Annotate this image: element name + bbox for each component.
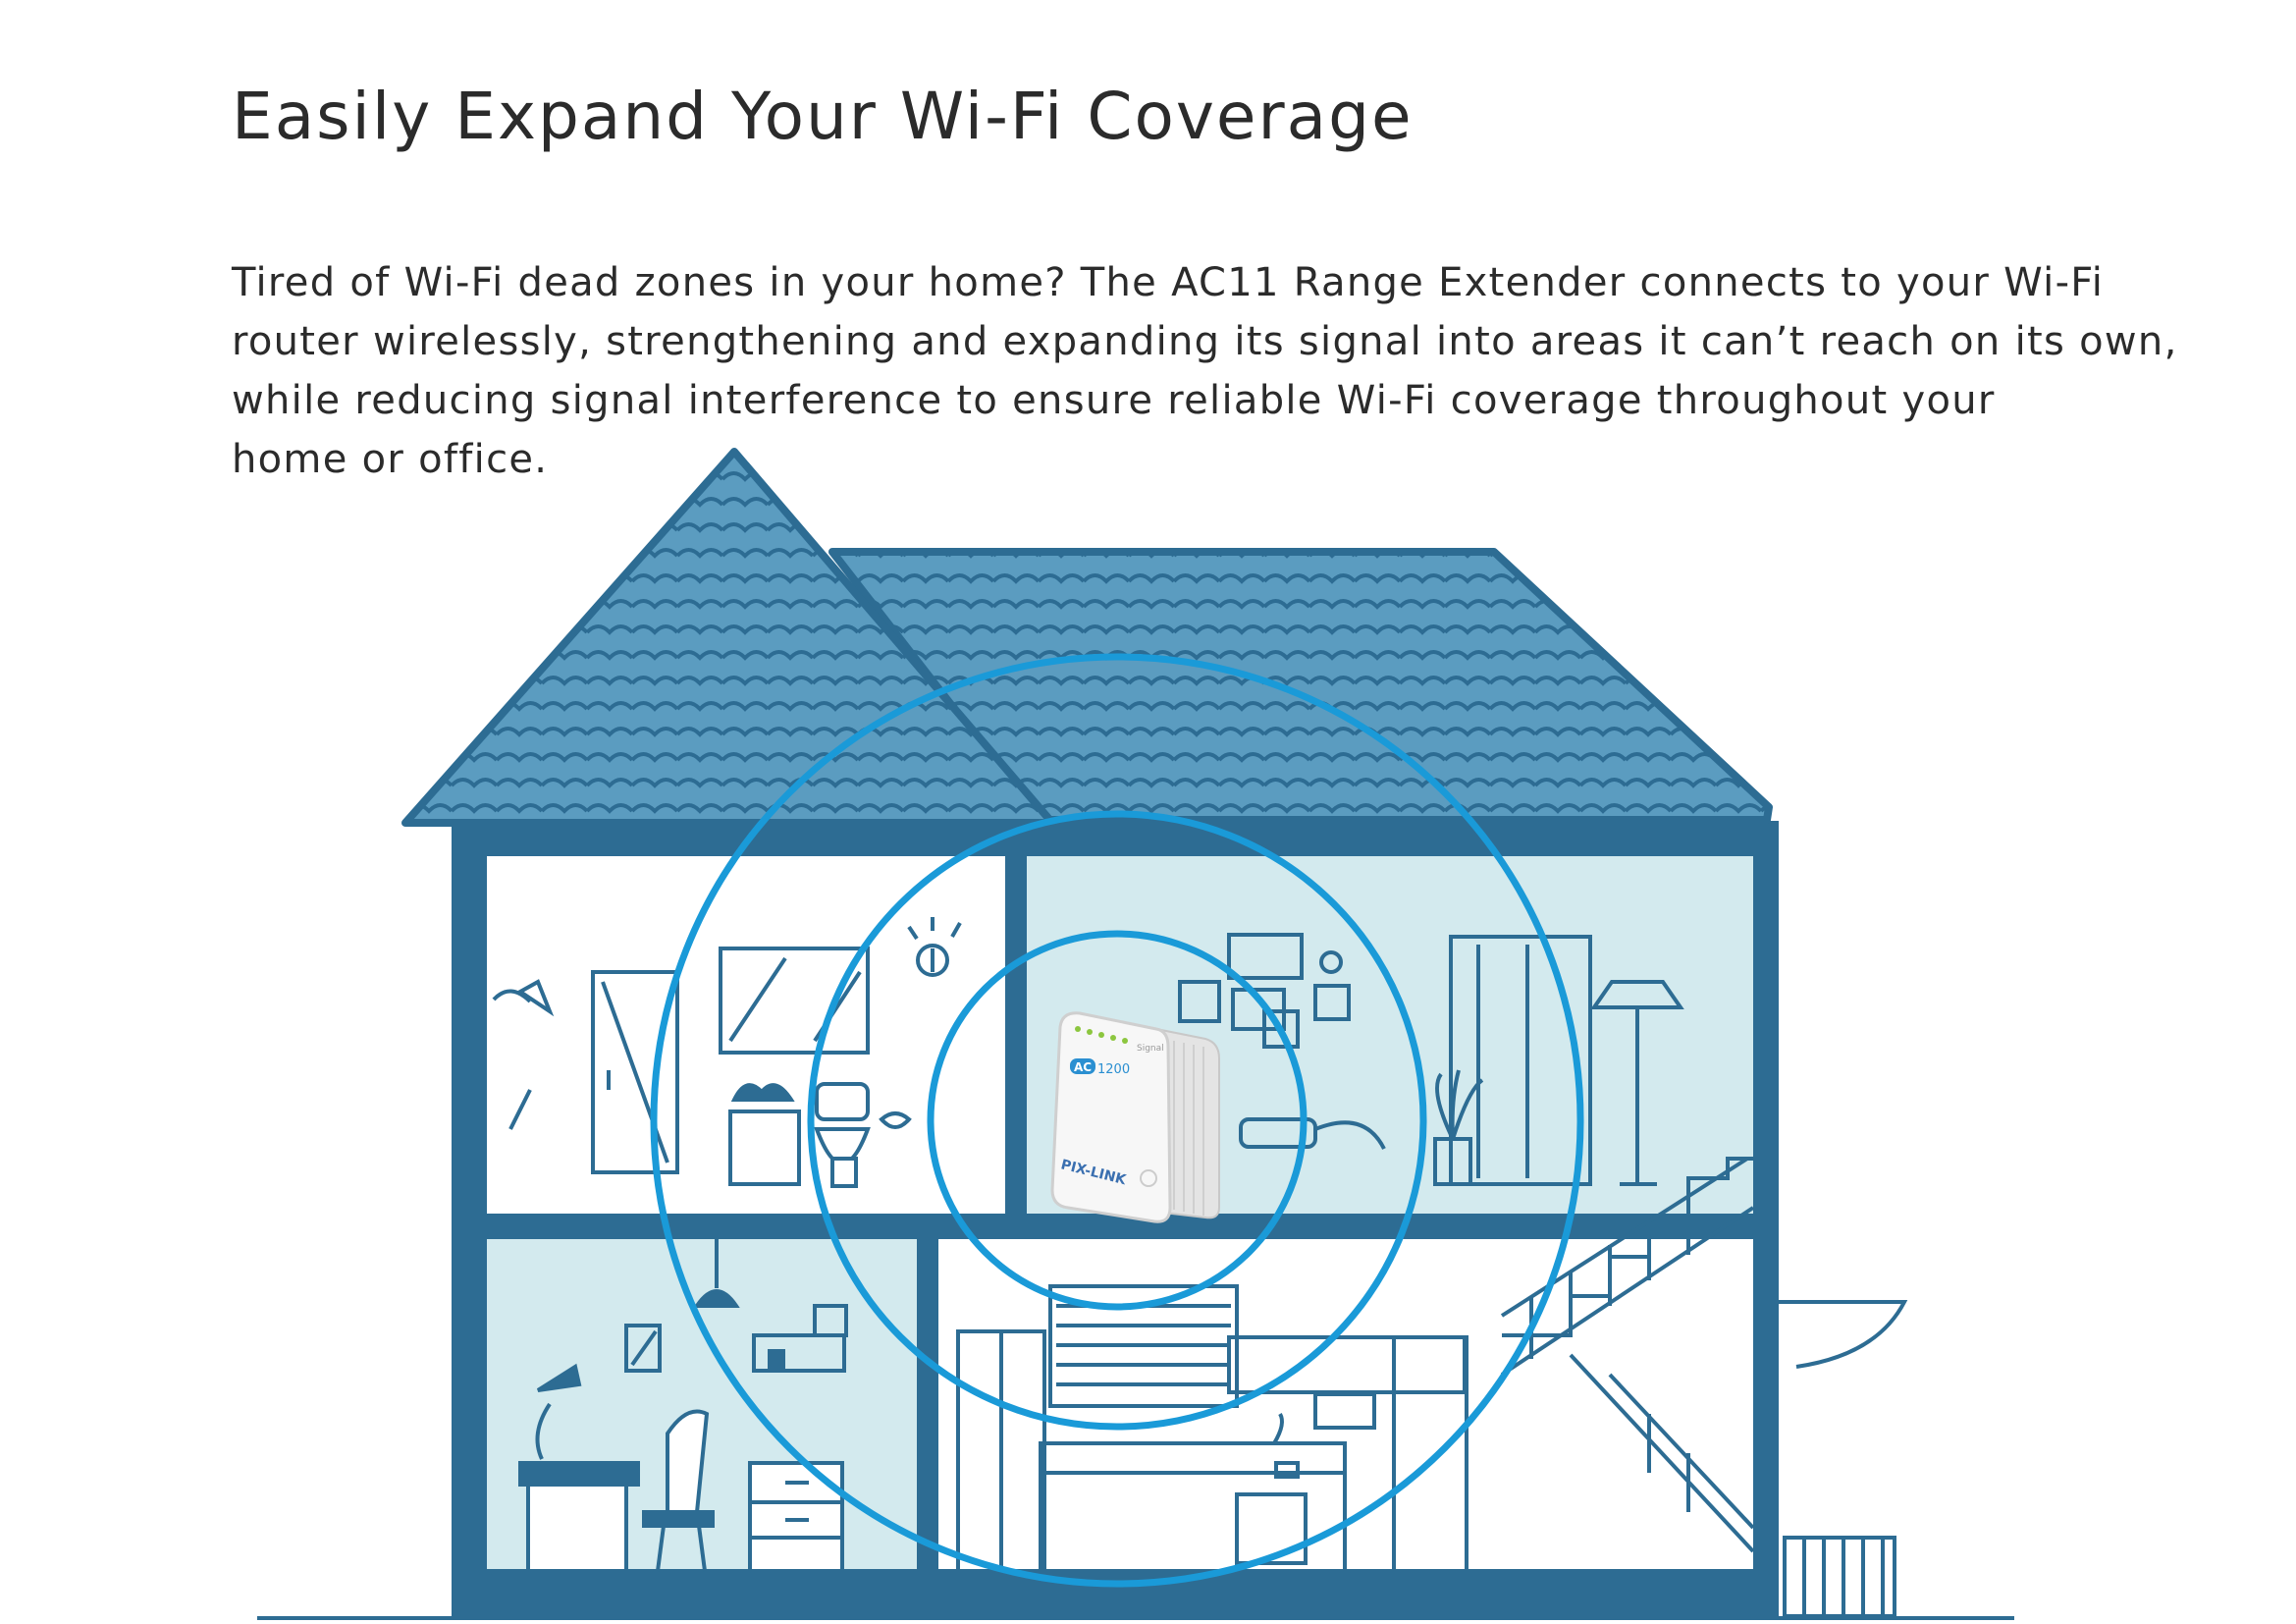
porch: [1779, 1300, 1908, 1618]
wifi-signal-rings: [650, 653, 1584, 1588]
model-label: 1200: [1097, 1062, 1130, 1077]
bathroom-furniture: [492, 917, 962, 1188]
ac-badge: [1070, 1058, 1095, 1074]
power-button-icon: [1140, 1169, 1157, 1187]
page-title: Easily Expand Your Wi-Fi Coverage: [232, 79, 1414, 154]
signal-ring-middle: [807, 810, 1427, 1431]
description-line-3: while reducing signal interference to en…: [232, 378, 1996, 423]
study-furniture: [518, 1239, 848, 1573]
signal-ring-outer: [650, 653, 1584, 1588]
signal-ring-inner: [927, 930, 1308, 1311]
roof-front: [401, 448, 1056, 827]
ac-badge-text: AC: [1074, 1060, 1092, 1074]
range-extender-device: Signal AC 1200 PIX-LINK: [1050, 1011, 1220, 1223]
signal-label: Signal: [1137, 1044, 1164, 1054]
description-line-1: Tired of Wi-Fi dead zones in your home? …: [232, 260, 2105, 305]
living-room-furniture: [1178, 933, 1684, 1186]
description-line-2: router wirelessly, strengthening and exp…: [232, 319, 2178, 364]
kitchen-furniture: [956, 1284, 1468, 1573]
description-line-4: home or office.: [232, 437, 549, 482]
description-paragraph: Tired of Wi-Fi dead zones in your home? …: [232, 253, 2254, 489]
